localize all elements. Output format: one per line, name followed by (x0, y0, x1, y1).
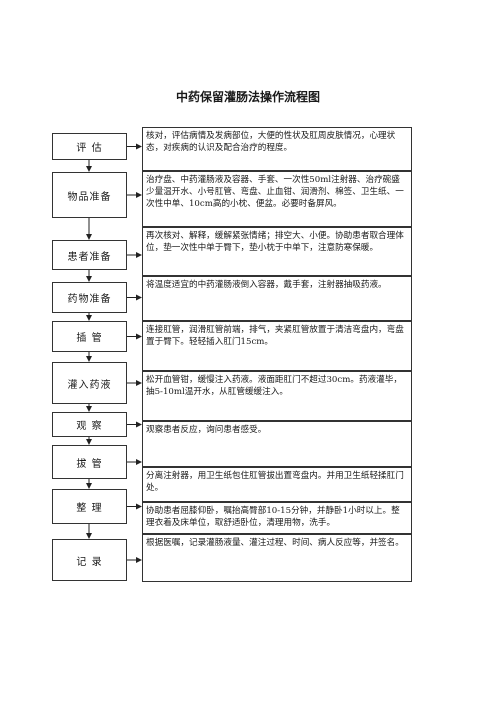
step-box: 药物准备 (52, 282, 127, 313)
step-description: 治疗盘、中药灌肠液及容器、手套、一次性50ml注射器、治疗碗盛少量温开水、小号肛… (142, 171, 412, 227)
step-description: 观察患者反应，询问患者感受。 (142, 421, 412, 467)
step-box: 拔 管 (52, 445, 127, 479)
step-box: 评 估 (52, 133, 127, 160)
page-title: 中药保留灌肠法操作流程图 (175, 90, 320, 104)
step-description: 将温度适宜的中药灌肠液倒入容器，戴手套，注射器抽吸药液。 (142, 276, 412, 321)
step-box: 插 管 (52, 321, 127, 352)
step-description: 分离注射器，用卫生纸包住肛管拔出置弯盘内。并用卫生纸轻揉肛门处。 (142, 467, 412, 502)
step-box: 记 录 (52, 539, 127, 581)
step-box: 整 理 (52, 489, 127, 524)
step-box: 患者准备 (52, 240, 127, 270)
step-description: 再次核对、解释，缓解紧张情绪；排空大、小便。协助患者取合理体位，垫一次性中单于臀… (142, 227, 412, 276)
step-box: 灌入药液 (52, 362, 127, 404)
step-box: 物品准备 (52, 172, 127, 218)
step-description: 协助患者屈膝仰卧，嘱抬高臀部10-15分钟，并静卧1小时以上。整理衣着及床单位，… (142, 502, 412, 534)
step-description: 根据医嘱，记录灌肠液量、灌注过程、时间、病人反应等，并签名。 (142, 534, 412, 582)
step-box: 观 察 (52, 412, 127, 437)
step-description: 核对，评估病情及发病部位，大便的性状及肛周皮肤情况，心理状态，对疾病的认识及配合… (142, 127, 412, 171)
step-description: 连接肛管，润滑肛管前端，排气，夹紧肛管放置于清洁弯盘内，弯盘置于臀下。轻轻插入肛… (142, 321, 412, 371)
step-description: 松开血管钳，缓慢注入药液。液面距肛门不超过30cm。药液灌毕，抽5-10ml温开… (142, 371, 412, 421)
